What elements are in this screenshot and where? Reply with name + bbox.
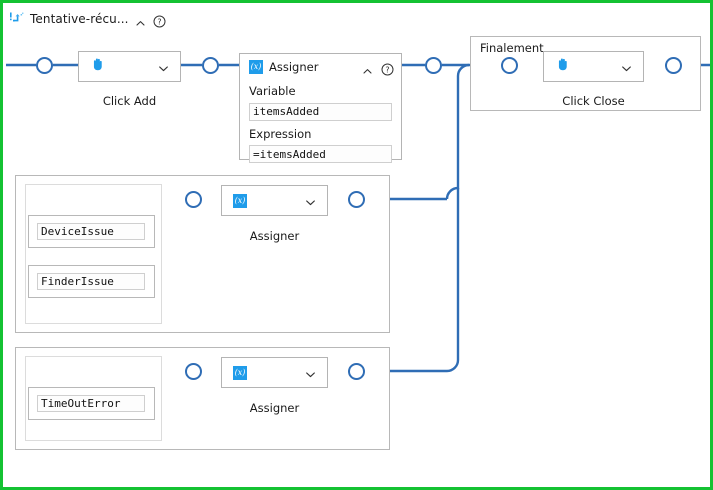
try-catch-icon bbox=[9, 11, 25, 27]
assigner-panel-header: (x) Assigner ? bbox=[240, 54, 401, 80]
chevron-up-icon[interactable] bbox=[135, 14, 146, 26]
chevron-down-icon[interactable] bbox=[304, 194, 317, 207]
variable-input[interactable] bbox=[249, 102, 392, 121]
exception-name-input[interactable] bbox=[37, 273, 145, 290]
help-circle-icon[interactable]: ? bbox=[153, 13, 166, 27]
variable-x-icon: (x) bbox=[233, 365, 247, 380]
expression-field-label: Expression bbox=[249, 126, 312, 141]
expression-input[interactable] bbox=[249, 145, 392, 163]
hand-click-icon bbox=[555, 57, 570, 76]
variable-x-icon: (x) bbox=[249, 60, 263, 74]
activity-click-close-label: Click Close bbox=[562, 94, 625, 108]
activity-click-add[interactable] bbox=[78, 51, 181, 82]
connector-node-start[interactable] bbox=[36, 56, 53, 74]
connector-node-after-click-add[interactable] bbox=[202, 56, 219, 74]
connector-node-finally-start[interactable] bbox=[501, 56, 518, 74]
activity-catch-1-assigner[interactable]: (x) bbox=[221, 185, 328, 216]
exception-row[interactable] bbox=[28, 265, 155, 298]
connector-node-catch-2-end[interactable] bbox=[348, 362, 365, 380]
help-circle-icon[interactable]: ? bbox=[381, 61, 394, 75]
connector-node-catch-1[interactable] bbox=[185, 190, 202, 208]
connector-node-after-assigner[interactable] bbox=[425, 56, 442, 74]
canvas-title-bar: Tentative-récu... ? bbox=[9, 9, 166, 29]
activity-click-add-label: Click Add bbox=[102, 94, 157, 108]
exception-row[interactable] bbox=[28, 215, 155, 248]
connector-node-finally-end[interactable] bbox=[665, 56, 682, 74]
activity-catch-2-assigner-label: Assigner bbox=[249, 401, 300, 415]
activity-click-close[interactable] bbox=[543, 51, 644, 82]
assigner-panel-body: Variable Expression bbox=[240, 80, 401, 169]
exception-name-input[interactable] bbox=[37, 395, 145, 412]
chevron-down-icon[interactable] bbox=[620, 60, 633, 73]
assigner-panel-title: Assigner bbox=[269, 60, 319, 74]
variable-field-label: Variable bbox=[249, 84, 296, 98]
connector-node-catch-2[interactable] bbox=[185, 362, 202, 380]
page-title: Tentative-récu... bbox=[30, 12, 129, 26]
exception-row[interactable] bbox=[28, 387, 155, 420]
activity-assigner-panel[interactable]: (x) Assigner ? Variable Expression bbox=[239, 53, 402, 163]
catch-block-1-exception-list bbox=[25, 184, 162, 324]
chevron-down-icon[interactable] bbox=[157, 60, 170, 73]
hand-click-icon bbox=[90, 57, 105, 76]
activity-catch-1-assigner-label: Assigner bbox=[249, 229, 300, 243]
variable-x-icon: (x) bbox=[233, 193, 247, 208]
svg-text:?: ? bbox=[385, 65, 389, 74]
activity-catch-2-assigner[interactable]: (x) bbox=[221, 357, 328, 388]
exception-name-input[interactable] bbox=[37, 223, 145, 240]
svg-text:?: ? bbox=[157, 17, 161, 26]
finally-section-label: Finalement bbox=[480, 41, 544, 55]
connector-node-catch-1-end[interactable] bbox=[348, 190, 365, 208]
chevron-up-icon[interactable] bbox=[362, 62, 373, 74]
chevron-down-icon[interactable] bbox=[304, 366, 317, 379]
